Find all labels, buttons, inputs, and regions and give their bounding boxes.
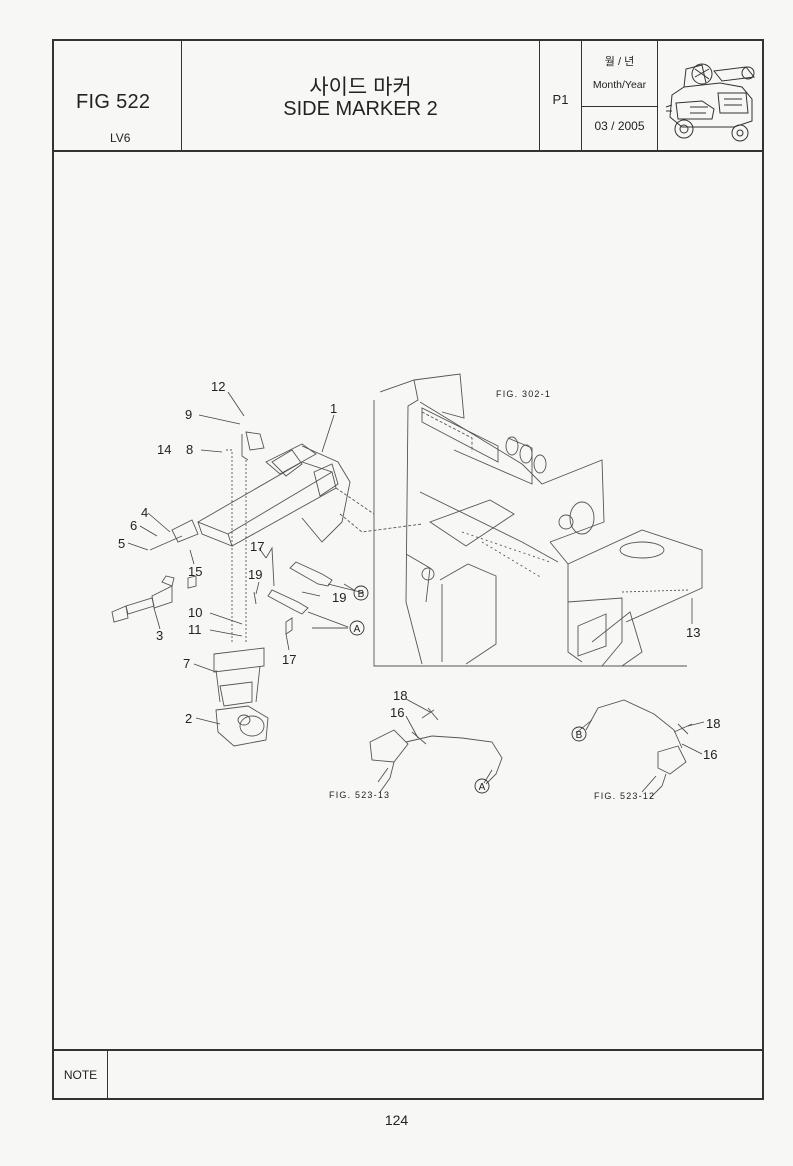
page-number: 124: [384, 1112, 409, 1128]
callout-7: 7: [183, 656, 190, 671]
date-label-korean: 월 / 년: [604, 56, 635, 68]
callout-13: 13: [686, 625, 700, 640]
title-cell: 사이드 마커 SIDE MARKER 2: [182, 41, 540, 150]
fig-ref-523-13: FIG. 523-13: [329, 790, 390, 800]
parts-diagram: 12 9 1 14 8 4 6 5 15 3 17 19 19 10 11 17…: [111, 373, 720, 801]
callout-2: 2: [185, 711, 192, 726]
fig-number: FIG 522: [76, 91, 151, 113]
marker-b: B: [358, 589, 365, 600]
page-cell: P1: [540, 41, 582, 150]
page-label: P1: [552, 92, 569, 107]
callout-9: 9: [185, 407, 192, 422]
callout-1: 1: [330, 401, 337, 416]
callout-18: 18: [393, 688, 407, 703]
note-label: NOTE: [54, 1051, 108, 1100]
header: FIG 522 LV6 사이드 마커 SIDE MARKER 2 P1 월 / …: [54, 41, 762, 152]
page-frame: FIG 522 LV6 사이드 마커 SIDE MARKER 2 P1 월 / …: [52, 39, 764, 1100]
fig-cell: FIG 522 LV6: [54, 41, 182, 150]
callout-4: 4: [141, 505, 148, 520]
model-code: LV6: [110, 131, 131, 145]
callout-5: 5: [118, 536, 125, 551]
callout-16: 16: [703, 747, 717, 762]
callout-17: 17: [282, 652, 296, 667]
callout-12: 12: [211, 379, 225, 394]
title-english: SIDE MARKER 2: [283, 98, 438, 120]
marker-a: A: [354, 624, 361, 635]
date-label-english: Month/Year: [592, 79, 647, 91]
marker-a: A: [479, 782, 486, 793]
date-cell: 월 / 년 Month/Year 03 / 2005: [582, 41, 658, 150]
marker-b: B: [576, 730, 583, 741]
callout-17: 17: [250, 539, 264, 554]
callout-19: 19: [248, 567, 262, 582]
callout-10: 10: [188, 605, 202, 620]
callout-18: 18: [706, 716, 720, 731]
callout-8: 8: [186, 442, 193, 457]
fig-ref-302-1: FIG. 302-1: [496, 389, 551, 399]
title-korean: 사이드 마커: [309, 76, 412, 99]
callout-3: 3: [156, 628, 163, 643]
machine-thumbnail: [658, 41, 764, 150]
date-divider: [582, 106, 657, 107]
machine-thumbnail-icon: [665, 63, 755, 142]
callout-15: 15: [188, 564, 202, 579]
callout-19: 19: [332, 590, 346, 605]
note-row: NOTE: [54, 1049, 762, 1100]
callout-6: 6: [130, 518, 137, 533]
callout-11: 11: [188, 622, 202, 637]
fig-ref-523-12: FIG. 523-12: [594, 791, 655, 801]
callout-14: 14: [157, 442, 171, 457]
date-value: 03 / 2005: [594, 119, 645, 133]
callout-16: 16: [390, 705, 404, 720]
